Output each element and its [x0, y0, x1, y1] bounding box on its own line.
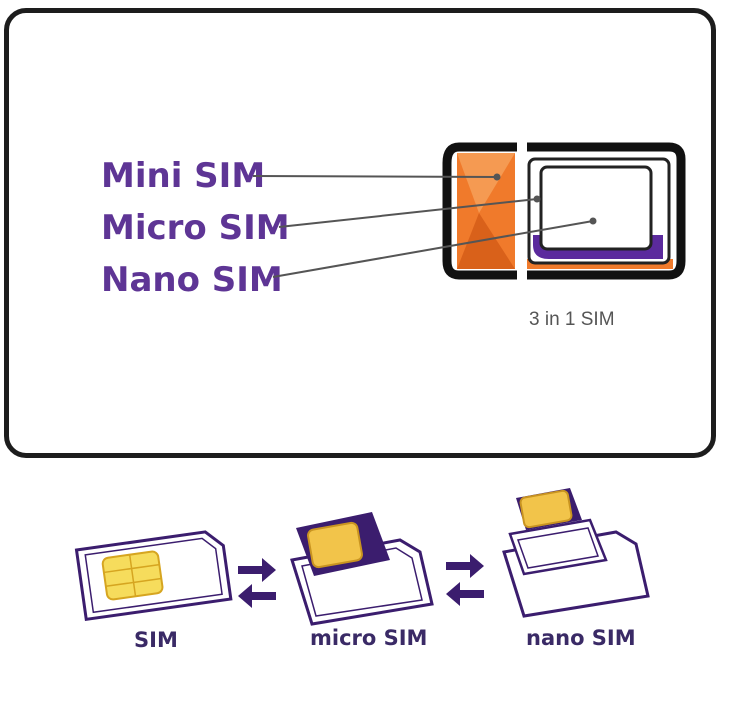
standard-sim-card	[74, 530, 233, 622]
mini-sim-label: Mini SIM	[101, 156, 266, 196]
three-in-one-sim-diagram	[252, 139, 686, 283]
nano-sim-chip	[519, 489, 573, 529]
arrow-right-icon	[238, 558, 276, 582]
arrow-left-icon	[446, 582, 484, 606]
step-micro-sim-label: micro SIM	[310, 626, 428, 650]
micro-leader-line	[278, 198, 538, 228]
micro-sim-chip	[307, 521, 363, 569]
frame-gap-top	[517, 139, 527, 155]
step-nano-sim-label: nano SIM	[526, 626, 636, 650]
mini-sim-shadow	[457, 213, 515, 269]
micro-sim-adapter	[290, 512, 434, 626]
step-sim-label: SIM	[134, 628, 178, 652]
arrow-left-icon	[238, 584, 276, 608]
three-in-one-caption: 3 in 1 SIM	[529, 309, 615, 330]
nano-leader-line	[272, 220, 594, 278]
mini-sim-outline	[442, 142, 686, 280]
frame-gap-bottom	[517, 269, 527, 283]
micro-sim-label: Micro SIM	[101, 208, 290, 248]
mini-leader-line	[252, 175, 498, 178]
nano-sim-label: Nano SIM	[101, 260, 283, 300]
mini-sim-highlight	[457, 153, 515, 213]
arrow-right-icon	[446, 554, 484, 578]
sim-card-frame: Mini SIM Micro SIM Nano SIM 3 in 1 SIM	[4, 8, 716, 458]
nano-sim-adapter-stack	[502, 488, 650, 618]
nano-sim-outline	[539, 165, 653, 251]
